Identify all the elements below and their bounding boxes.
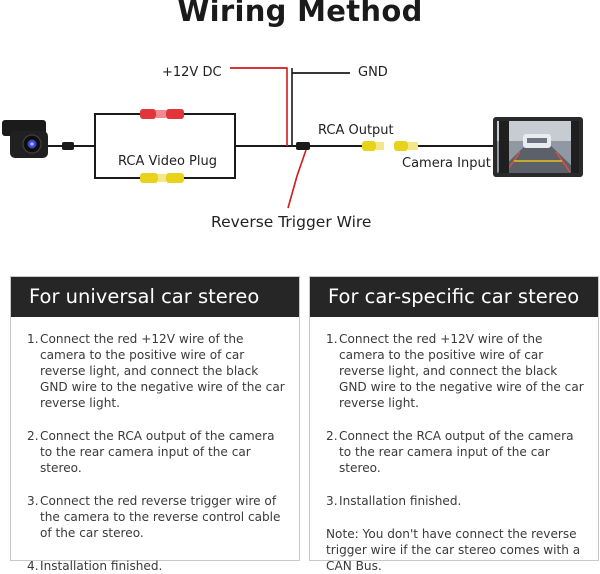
list-item: 4. Installation finished. <box>27 558 289 574</box>
list-item: 3. Installation finished. <box>326 493 588 509</box>
label-camera-input: Camera Input <box>402 156 491 171</box>
step-text: Connect the RCA output of the camera to … <box>40 429 275 475</box>
step-number: 2. <box>326 429 338 443</box>
cable-ferrite <box>62 142 74 150</box>
step-text: Installation finished. <box>40 559 163 573</box>
red-plug-icon <box>140 109 184 119</box>
step-text: Connect the red +12V wire of the camera … <box>40 332 285 410</box>
panel-car-specific-steps: 1. Connect the red +12V wire of the came… <box>310 317 598 574</box>
car-stereo-icon <box>493 117 583 177</box>
step-number: 3. <box>326 494 338 508</box>
step-number: 4. <box>27 559 39 573</box>
step-number: 1. <box>27 332 39 346</box>
panel-note: Note: You don't have connect the reverse… <box>326 527 581 573</box>
panel-car-specific-heading: For car-specific car stereo <box>310 277 598 317</box>
panel-universal-heading: For universal car stereo <box>11 277 299 317</box>
step-number: 3. <box>27 494 39 508</box>
trigger-junction <box>296 142 310 150</box>
step-text: Connect the red +12V wire of the camera … <box>339 332 584 410</box>
panel-car-specific: For car-specific car stereo 1. Connect t… <box>309 276 599 573</box>
step-text: Connect the red reverse trigger wire of … <box>40 494 281 540</box>
list-item: 1. Connect the red +12V wire of the came… <box>326 331 588 411</box>
panel-universal-steps: 1. Connect the red +12V wire of the came… <box>11 317 299 574</box>
power-red-wire <box>230 67 288 146</box>
yellow-plug-icon <box>140 173 184 183</box>
camera-input-plug-icon <box>394 141 418 151</box>
label-power: +12V DC <box>162 65 222 80</box>
label-rca-output: RCA Output <box>318 123 394 138</box>
list-item: 2. Connect the RCA output of the camera … <box>27 428 289 476</box>
step-number: 2. <box>27 429 39 443</box>
page-title: Wiring Method <box>177 0 423 28</box>
step-text: Connect the RCA output of the camera to … <box>339 429 574 475</box>
step-number: 1. <box>326 332 338 346</box>
rca-output-plug-icon <box>362 141 384 151</box>
label-reverse-trigger: Reverse Trigger Wire <box>211 213 372 231</box>
label-rca-video-plug: RCA Video Plug <box>118 154 217 169</box>
wiring-diagram <box>2 67 583 209</box>
list-item: 3. Connect the red reverse trigger wire … <box>27 493 289 541</box>
reverse-trigger-wire <box>287 149 307 209</box>
panel-universal: For universal car stereo 1. Connect the … <box>10 276 300 573</box>
list-item: 1. Connect the red +12V wire of the came… <box>27 331 289 411</box>
label-gnd: GND <box>358 65 388 80</box>
list-item: 2. Connect the RCA output of the camera … <box>326 428 588 476</box>
step-text: Installation finished. <box>339 494 462 508</box>
camera-icon <box>2 120 48 158</box>
